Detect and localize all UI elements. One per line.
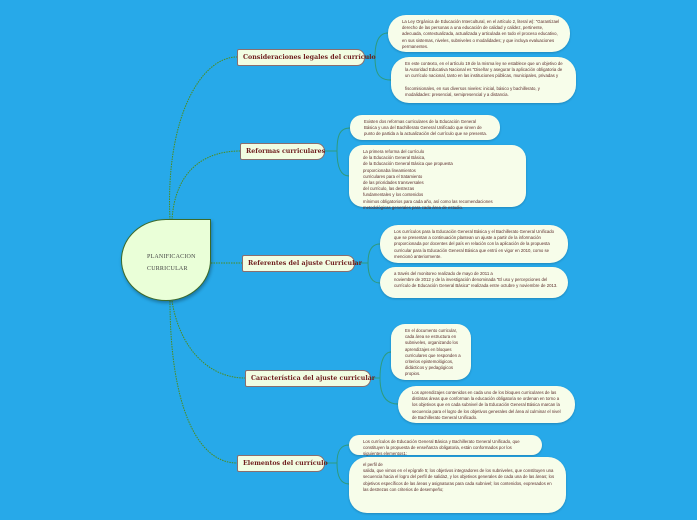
- leaf-text: Existen dos reformas curriculares de la …: [364, 119, 488, 137]
- link-center-branch-4: [171, 300, 246, 379]
- link-center-branch-5: [169, 300, 238, 464]
- leaf-consideraciones-2[interactable]: En este contexto, en el artículo 19 de l…: [391, 57, 576, 103]
- central-topic-line-1: PLANIFICACION: [147, 254, 196, 260]
- link-center-branch-1: [169, 56, 238, 221]
- branch-caracteristica-ajuste[interactable]: Característica del ajuste curricular: [245, 370, 375, 387]
- branch-referentes-ajuste[interactable]: Referentes del ajuste Curricular: [242, 255, 362, 272]
- leaf-text: a través del monitoreo realizado de mayo…: [394, 271, 558, 289]
- leaf-text: En este contexto, en el artículo 19 de l…: [405, 61, 563, 98]
- leaf-referentes-1[interactable]: Los currículos para la Educación General…: [380, 225, 568, 263]
- link-center-branch-2: [171, 150, 241, 221]
- leaf-reformas-2[interactable]: La primera reforma del currículo de la E…: [349, 145, 526, 210]
- leaf-text: La Ley Orgánica de Educación Intercultur…: [402, 19, 560, 49]
- leaf-text: Los currículos de Educación General Bási…: [363, 439, 520, 457]
- central-topic-line-2: CURRICULAR: [147, 266, 188, 272]
- leaf-referentes-2[interactable]: a través del monitoreo realizado de mayo…: [380, 267, 568, 298]
- leaf-text: En el documento curricular, cada área se…: [405, 328, 461, 377]
- leaf-consideraciones-1[interactable]: La Ley Orgánica de Educación Intercultur…: [388, 15, 570, 52]
- leaf-text: La primera reforma del currículo de la E…: [363, 149, 493, 210]
- leaf-text: Los currículos para la Educación General…: [394, 229, 555, 259]
- branch-reformas-curriculares[interactable]: Reformas curriculares: [240, 143, 325, 160]
- leaf-reformas-1[interactable]: Existen dos reformas curriculares de la …: [350, 115, 500, 140]
- leaf-caracteristica-2[interactable]: Los aprendizajes contenidos en cada uno …: [398, 386, 575, 423]
- leaf-caracteristica-1[interactable]: En el documento curricular, cada área se…: [391, 324, 471, 380]
- leaf-text: el perfil de salida, que vimos en el epí…: [363, 462, 555, 492]
- leaf-elementos-2[interactable]: el perfil de salida, que vimos en el epí…: [349, 457, 566, 513]
- leaf-text: Los aprendizajes contenidos en cada uno …: [412, 390, 561, 420]
- branch-elementos-curriculo[interactable]: Elementos del currículo: [237, 455, 328, 472]
- central-topic-planificacion-curricular[interactable]: PLANIFICACION CURRICULAR: [121, 219, 211, 301]
- branch-consideraciones-legales[interactable]: Consideraciones legales del currículo: [237, 49, 376, 66]
- leaf-elementos-1[interactable]: Los currículos de Educación General Bási…: [349, 435, 542, 457]
